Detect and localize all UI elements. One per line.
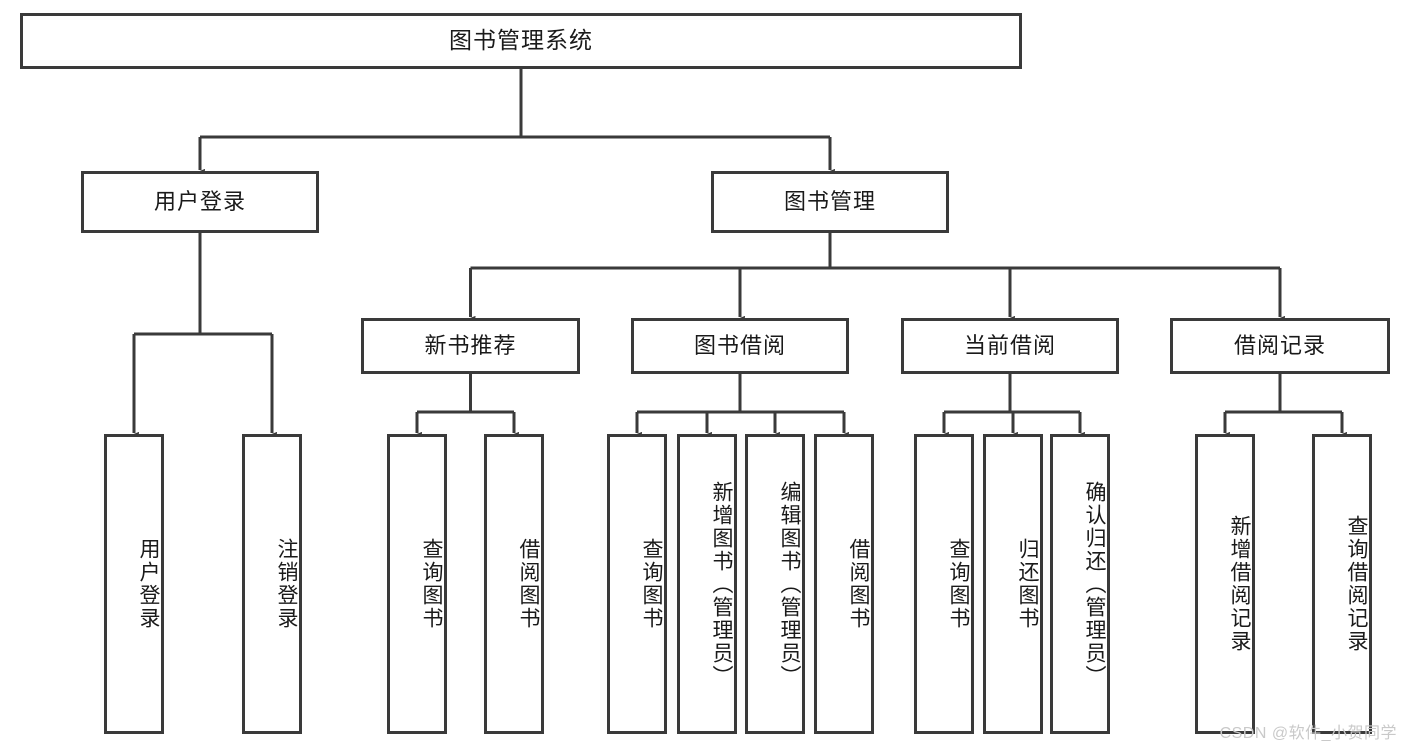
node-current-borrow[interactable]: 当前借阅 [901, 318, 1119, 374]
node-user-login[interactable]: 用户登录 [81, 171, 319, 233]
leaf-user-login[interactable]: 用户登录 [104, 434, 164, 734]
leaf-confirm-return-admin[interactable]: 确认归还（管理员） [1050, 434, 1110, 734]
leaf-edit-book-admin[interactable]: 编辑图书（管理员） [745, 434, 805, 734]
node-book-borrow[interactable]: 图书借阅 [631, 318, 849, 374]
leaf-query-book-recommend[interactable]: 查询图书 [387, 434, 447, 734]
leaf-borrow-book-recommend[interactable]: 借阅图书 [484, 434, 544, 734]
leaf-return-book[interactable]: 归还图书 [983, 434, 1043, 734]
node-book-management[interactable]: 图书管理 [711, 171, 949, 233]
leaf-query-book-current[interactable]: 查询图书 [914, 434, 974, 734]
leaf-add-borrow-record[interactable]: 新增借阅记录 [1195, 434, 1255, 734]
leaf-query-book-borrow[interactable]: 查询图书 [607, 434, 667, 734]
node-new-book-recommend[interactable]: 新书推荐 [361, 318, 580, 374]
node-root[interactable]: 图书管理系统 [20, 13, 1022, 69]
leaf-query-borrow-record[interactable]: 查询借阅记录 [1312, 434, 1372, 734]
node-borrow-records[interactable]: 借阅记录 [1170, 318, 1390, 374]
leaf-logout[interactable]: 注销登录 [242, 434, 302, 734]
leaf-add-book-admin[interactable]: 新增图书（管理员） [677, 434, 737, 734]
watermark: CSDN @软件_小贺同学 [1219, 725, 1397, 742]
leaf-borrow-book[interactable]: 借阅图书 [814, 434, 874, 734]
